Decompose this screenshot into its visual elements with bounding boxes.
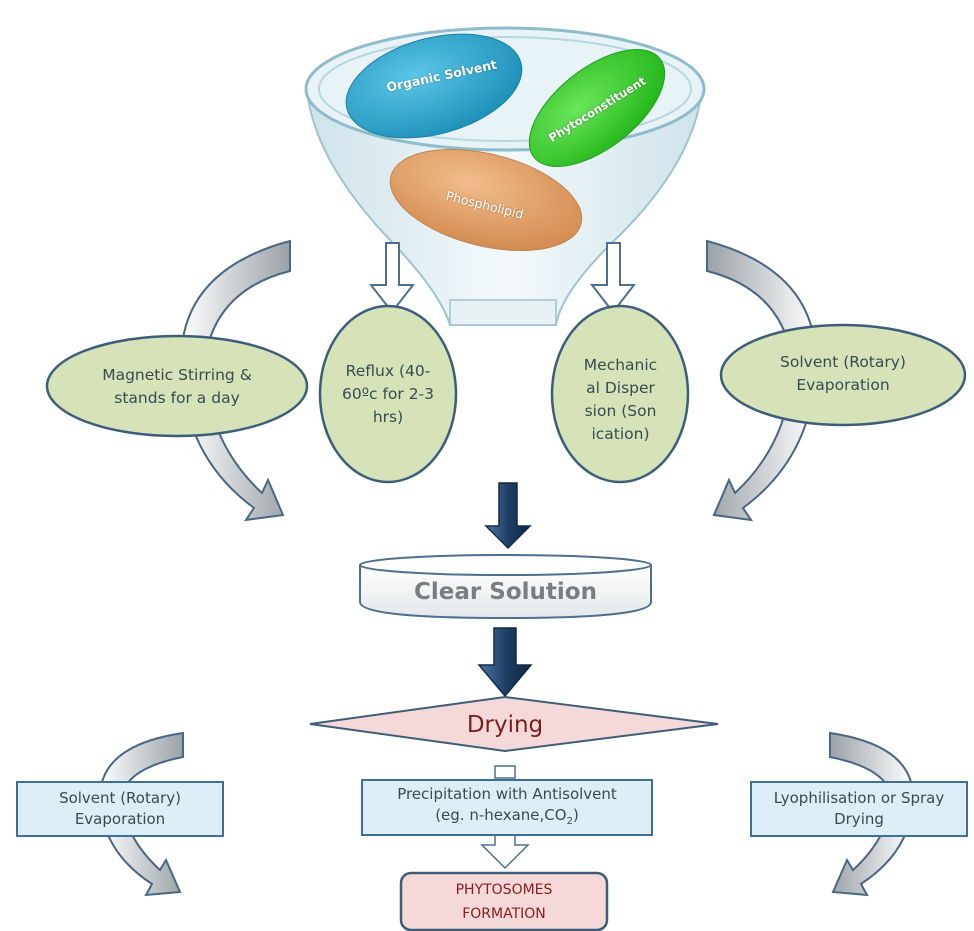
magnetic-stirring-label: Magnetic Stirring & stands for a day (102, 366, 252, 407)
reflux-oval (318, 304, 458, 484)
solvent-rotary-evaporation-oval-label: Solvent (Rotary) Evaporation (780, 353, 906, 394)
precipitation-line2: (eg. n-hexane,CO2) (435, 806, 579, 827)
curved-arrow-left-upper (179, 239, 291, 522)
phytoconstituent-pill (528, 49, 666, 167)
mechanical-dispersion-label: Mechanical Dispersion (Sonication) (583, 356, 658, 443)
dark-arrow-to-drying (477, 627, 533, 698)
solvent-rotary-evaporation-box (16, 781, 224, 837)
phytosomes-formation-box (399, 871, 609, 931)
phospholipid-pill (389, 148, 583, 252)
down-arrow-reflux (368, 242, 416, 314)
precipitation-line1: Precipitation with Antisolvent (397, 785, 617, 803)
precipitation-label: Precipitation with Antisolvent (eg. n-he… (362, 782, 652, 834)
organic-solvent-pill (345, 33, 523, 139)
mechanical-dispersion-oval (550, 304, 690, 484)
drying-diamond (309, 695, 719, 753)
phytosomes-formation-label: PHYTOSOMES FORMATION (455, 881, 553, 922)
curved-arrow-right-upper (706, 239, 818, 522)
solvent-rotary-evaporation-box-label: Solvent (Rotary) Evaporation (59, 789, 181, 828)
down-arrow-mechanical (589, 242, 637, 314)
clear-solution-cylinder (359, 554, 652, 620)
dark-arrow-to-clear-solution (484, 482, 532, 550)
precipitation-box (361, 779, 653, 836)
funnel-spout (449, 299, 557, 326)
reflux-label: Reflux (40-60ºc for 2-3 hrs) (341, 361, 435, 426)
lyophilisation-label: Lyophilisation or Spray Drying (773, 789, 945, 828)
clear-solution-label: Clear Solution (414, 578, 597, 605)
solvent-rotary-evaporation-oval (719, 323, 967, 427)
drying-label: Drying (466, 711, 544, 738)
lyophilisation-box (750, 781, 968, 837)
funnel (304, 26, 706, 326)
magnetic-stirring-oval (45, 334, 309, 438)
